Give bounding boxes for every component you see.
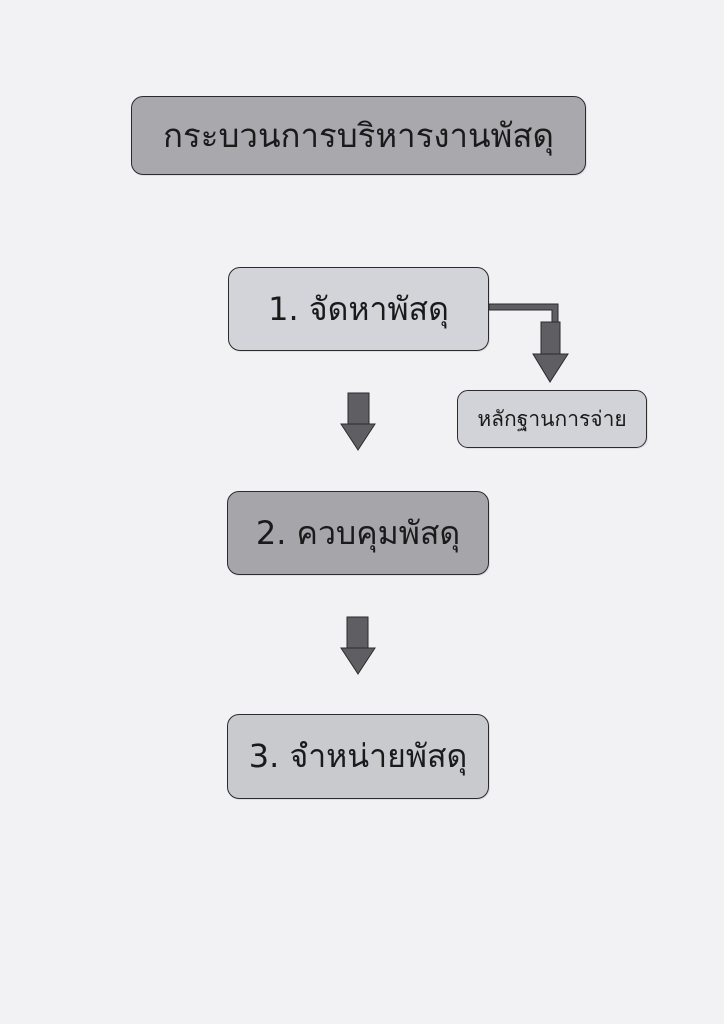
step-disposal-box: 3. จำหน่ายพัสดุ	[227, 714, 489, 799]
step-procurement-box: 1. จัดหาพัสดุ	[228, 267, 489, 351]
payment-evidence-label: หลักฐานการจ่าย	[477, 406, 627, 431]
down-arrow-2	[340, 616, 376, 675]
step-procurement-label: 1. จัดหาพัสดุ	[268, 289, 449, 328]
step-disposal-label: 3. จำหน่ายพัสดุ	[248, 737, 468, 775]
down-arrow-1	[340, 392, 376, 451]
elbow-connector-arrow	[488, 303, 569, 383]
step-control-label: 2. ควบคุมพัสดุ	[255, 513, 461, 552]
diagram-title-text: กระบวนการบริหารงานพัสดุ	[163, 116, 554, 155]
payment-evidence-box: หลักฐานการจ่าย	[457, 390, 647, 448]
step-control-box: 2. ควบคุมพัสดุ	[227, 491, 489, 575]
diagram-title: กระบวนการบริหารงานพัสดุ	[131, 96, 586, 175]
